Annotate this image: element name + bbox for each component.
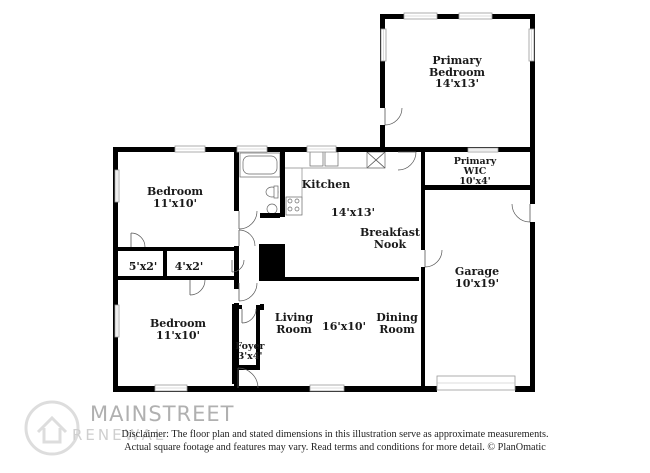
room-name: Room [276, 322, 312, 336]
wall [114, 276, 238, 280]
wall [380, 14, 535, 19]
wall [530, 222, 535, 392]
wall [425, 386, 437, 392]
wall [400, 147, 425, 152]
wall [234, 283, 239, 289]
wall [515, 386, 535, 392]
wall [114, 247, 238, 251]
door-swing-icon [238, 229, 256, 247]
door-swing-icon [237, 367, 259, 389]
wall [530, 14, 535, 150]
door-swing-icon [241, 308, 257, 324]
room-name: Garage [454, 265, 500, 278]
room-name: Bedroom [428, 65, 486, 79]
disclaimer-line-1: Disclaimer: The floor plan and stated di… [121, 429, 549, 440]
wall [234, 246, 239, 283]
wall [232, 304, 236, 384]
wall [256, 305, 260, 369]
wall [163, 247, 167, 279]
counter [285, 167, 380, 200]
wall [421, 147, 425, 250]
watermark-logo-icon [24, 400, 80, 456]
room-dimensions: 5'x2' [128, 260, 158, 273]
watermark-brand: MAINSTREET [90, 402, 235, 426]
room-name: Nook [373, 237, 407, 251]
room-name: Kitchen [301, 178, 351, 191]
wall [234, 150, 239, 211]
room-name: Bedroom [146, 185, 204, 198]
room-label-kitchen-dims: 14'x13' [331, 207, 375, 219]
room-name: Living [274, 311, 314, 324]
door-swing-icon [424, 249, 443, 268]
door-swing-icon [397, 151, 417, 171]
room-dimensions: 10'x19' [455, 276, 499, 290]
wall [260, 304, 264, 310]
door-swing-icon [238, 282, 258, 302]
room-name: Dining [376, 311, 418, 324]
wall [283, 277, 419, 281]
wall [232, 365, 260, 370]
room-name: Bedroom [149, 317, 207, 330]
room-name: Primary [432, 54, 482, 67]
fixtures [239, 151, 386, 216]
wall [421, 267, 425, 392]
room-name: Breakfast [360, 226, 420, 239]
disclaimer: Disclaimer: The floor plan and stated di… [0, 429, 650, 454]
wall [260, 213, 280, 218]
room-name: Room [379, 322, 415, 336]
wall [280, 147, 285, 217]
room-dimensions: 14'x13' [331, 206, 375, 219]
bath-sink-icon [266, 203, 278, 215]
kitchen-sink-icon [309, 151, 324, 167]
watermark-sub: RENEWAL [72, 426, 167, 444]
room-label-closet-2: 4'x2' [175, 261, 204, 273]
room-label-closet-1: 5'x2' [129, 261, 158, 273]
disclaimer-line-2: Actual square footage and features may v… [124, 441, 546, 453]
room-name: WIC [463, 165, 487, 177]
wall [530, 147, 535, 204]
room-dimensions: 16'x10' [322, 320, 366, 333]
room-dimensions: 4'x2' [174, 260, 204, 273]
door-swing-icon [231, 259, 245, 273]
door-swing-icon [384, 107, 403, 126]
door-swing-icon [238, 210, 258, 230]
room-dimensions: 10'x4' [459, 175, 491, 187]
wall [234, 304, 239, 388]
wall [380, 125, 385, 152]
wall [421, 185, 535, 190]
windows [114, 12, 535, 392]
room-label-living-dims: 16'x10' [322, 321, 366, 333]
wall [113, 386, 435, 392]
room-dimensions: 11'x10' [156, 328, 200, 342]
door-swing-icon [130, 232, 146, 248]
room-dimensions: 3'x4' [237, 350, 263, 362]
room-label-kitchen: Kitchen [302, 179, 351, 191]
room-dimensions: 14'x13' [435, 77, 479, 91]
doors [130, 107, 531, 389]
wall [259, 244, 285, 281]
room-name: Foyer [235, 341, 265, 352]
room-dimensions: 11'x10' [153, 196, 197, 210]
wall [113, 147, 118, 391]
door-swing-icon [511, 203, 531, 223]
room-name: Primary [453, 156, 497, 167]
door-swing-icon [189, 279, 206, 296]
